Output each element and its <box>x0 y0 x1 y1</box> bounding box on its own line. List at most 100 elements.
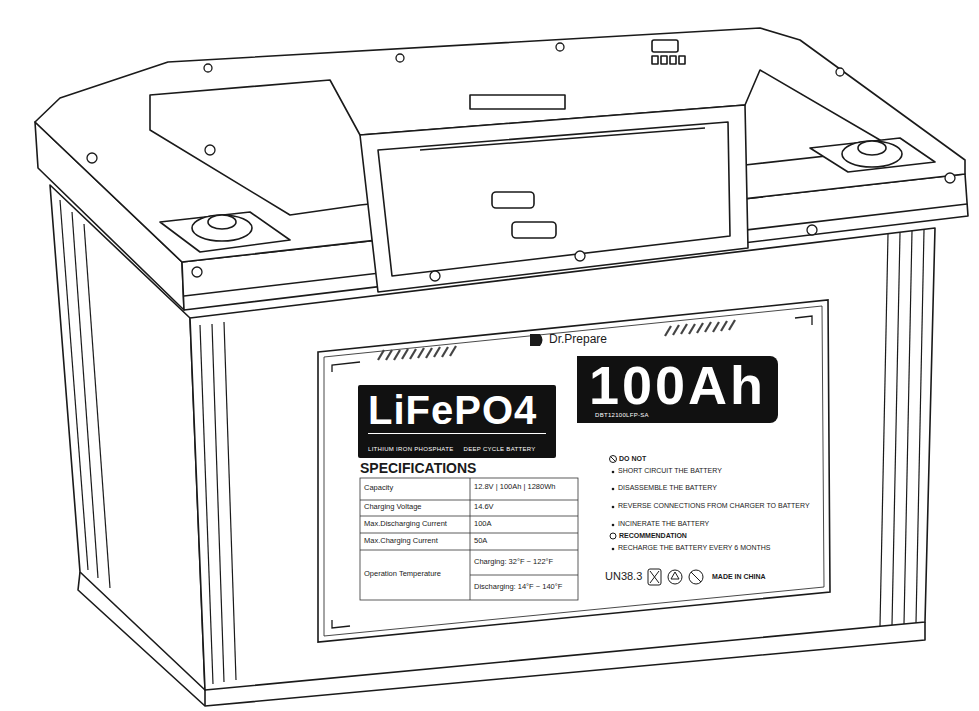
warning-item: REVERSE CONNECTIONS FROM CHARGER TO BATT… <box>618 502 810 510</box>
badge-subtitle-row: LITHIUM IRON PHOSPHATE DEEP CYCLE BATTERY <box>368 433 546 455</box>
label-plate <box>318 300 830 642</box>
indicator <box>661 56 667 64</box>
bullet <box>612 488 615 491</box>
hatch <box>386 350 392 360</box>
warning-heading: DO NOT <box>619 455 646 463</box>
screw <box>575 251 585 261</box>
no-fire-icon <box>691 572 701 582</box>
table-cell: Max.Charging Current <box>364 537 438 546</box>
rib <box>84 224 110 588</box>
screw <box>556 43 564 51</box>
hatch <box>402 349 408 359</box>
handle-clip <box>492 192 534 208</box>
hatch <box>705 322 711 332</box>
rib <box>224 322 236 680</box>
label-border <box>324 306 824 636</box>
rib <box>200 325 213 684</box>
screw <box>87 153 97 163</box>
table-cell: 100A <box>474 520 492 529</box>
certification-mark: UN38.3 <box>605 570 642 583</box>
top-slot <box>470 95 565 109</box>
table-cell: 14.6V <box>474 503 494 512</box>
table-rule <box>360 533 578 534</box>
hatch <box>689 324 695 334</box>
table-rule <box>360 516 578 517</box>
bullet <box>612 471 615 474</box>
bullet <box>612 506 615 509</box>
hatch <box>378 350 384 360</box>
indicator <box>670 56 676 64</box>
screw <box>430 271 440 281</box>
lid-raised <box>150 70 880 215</box>
badge-subtitle: LITHIUM IRON PHOSPHATE <box>368 446 454 452</box>
label-accent <box>332 362 360 372</box>
bin-icon <box>650 571 659 583</box>
recommendation-item: RECHARGE THE BATTERY EVERY 6 MONTHS <box>618 544 770 552</box>
screw <box>836 68 844 76</box>
terminal-pad <box>160 212 290 252</box>
table-rule <box>470 478 471 600</box>
badge-title: LiFePO4 <box>368 389 546 431</box>
brand-name: Dr.Prepare <box>549 333 607 347</box>
hatch <box>410 349 416 359</box>
indicator <box>652 56 658 64</box>
badge-title: 100Ah <box>589 358 766 412</box>
indicator <box>652 40 678 52</box>
handle-bar <box>420 128 705 150</box>
rib <box>892 233 900 625</box>
hatch <box>713 322 719 332</box>
handle-inner <box>378 122 730 276</box>
hatch <box>450 346 456 356</box>
screw <box>807 225 817 235</box>
rib <box>880 234 888 626</box>
spec-table <box>360 478 578 600</box>
indicator <box>679 56 685 64</box>
section-title: SPECIFICATIONS <box>360 460 476 476</box>
info-icon <box>610 533 616 539</box>
table-cell: 12.8V | 100Ah | 1280Wh <box>474 483 555 492</box>
no-fire-icon <box>689 570 703 584</box>
table-rule <box>360 550 578 551</box>
table-rule <box>360 500 578 501</box>
rib <box>212 324 224 682</box>
rib <box>916 230 924 623</box>
terminal-left <box>192 215 252 241</box>
chemistry-badge: LiFePO4LITHIUM IRON PHOSPHATE DEEP CYCLE … <box>358 385 556 458</box>
hatch <box>729 320 735 330</box>
hatch <box>418 348 424 358</box>
table-cell: Capacity <box>364 484 393 493</box>
hatch <box>665 326 671 336</box>
table-cell: Charging Voltage <box>364 503 422 512</box>
bullet <box>612 524 615 527</box>
terminal-left-top <box>208 215 236 229</box>
screw <box>205 145 215 155</box>
recycle-icon <box>668 570 682 584</box>
handle-recess <box>360 105 748 292</box>
prohibit-icon <box>610 456 617 463</box>
table-cell: Discharging: 14°F ~ 140°F <box>474 583 562 592</box>
label-accent <box>795 316 812 325</box>
hatch <box>394 350 400 360</box>
recycle-icon <box>671 572 679 579</box>
prohibit-icon <box>611 457 616 462</box>
warning-item: DISASSEMBLE THE BATTERY <box>618 484 717 492</box>
origin-note: MADE IN CHINA <box>712 573 766 581</box>
badge-subtitle: DEEP CYCLE BATTERY <box>464 446 536 452</box>
terminal-right-top <box>858 141 886 155</box>
hatch <box>426 348 432 358</box>
terminal-pad <box>810 138 935 172</box>
screw <box>945 173 955 183</box>
hatch <box>673 325 679 335</box>
badge-subtitle: DBT12100LFP-SA <box>595 412 766 418</box>
bullet <box>612 548 615 551</box>
table-cell: Operation Temperature <box>364 570 441 579</box>
handle-clip <box>512 222 556 238</box>
screw <box>192 267 202 277</box>
table-rule <box>470 575 578 576</box>
screw <box>204 64 212 72</box>
warning-item: SHORT CIRCUIT THE BATTERY <box>618 467 722 475</box>
hatch <box>721 321 727 331</box>
bin-icon <box>648 569 661 585</box>
